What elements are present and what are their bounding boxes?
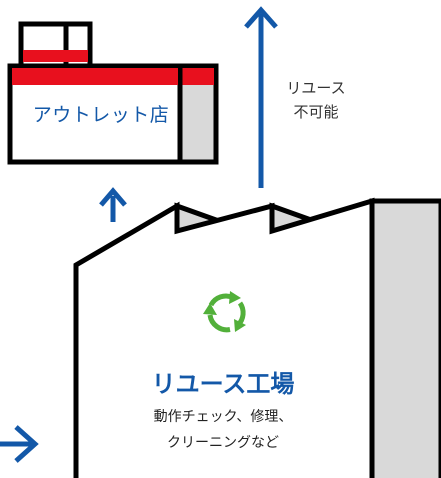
factory-side-wall	[369, 198, 441, 478]
recycle-head-2	[234, 319, 246, 332]
outlet-store-label: アウトレット店	[32, 104, 170, 126]
outlet-side-band	[182, 68, 214, 85]
non-reuse-note-line1: リユース	[286, 79, 346, 97]
arrow-into-factory-head	[14, 425, 39, 463]
factory-front-wall	[73, 197, 375, 478]
recycle-head-3	[203, 303, 217, 315]
factory-desc-line2: クリーニングなど	[167, 435, 279, 451]
factory-desc-line1: 動作チェック、修理、	[153, 409, 293, 425]
arrow-non-reuse	[244, 6, 278, 188]
non-reuse-note: リユース 不可能	[268, 76, 364, 124]
arrow-into-factory	[0, 425, 39, 463]
arrow-non-reuse-head	[244, 6, 278, 29]
outlet-chimney-band	[23, 50, 88, 62]
outlet-front-band	[12, 68, 178, 85]
recycle-arc-3	[207, 314, 231, 333]
reuse-factory	[73, 197, 441, 478]
recycle-head-1	[229, 291, 241, 304]
recycle-icon	[203, 291, 246, 333]
factory-description: 動作チェック、修理、 クリーニングなど	[82, 404, 364, 456]
arrow-to-outlet	[99, 187, 127, 222]
factory-title: リユース工場	[151, 370, 295, 398]
outlet-store	[7, 21, 219, 165]
arrow-to-outlet-head	[99, 187, 127, 207]
non-reuse-note-line2: 不可能	[293, 103, 339, 121]
